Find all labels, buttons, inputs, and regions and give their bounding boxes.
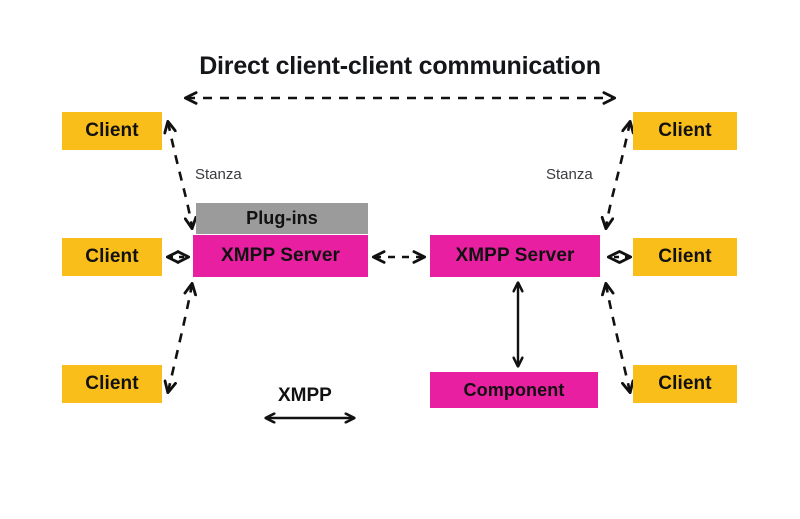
node-client-mid-left[interactable]: Client <box>62 238 162 276</box>
node-server-left[interactable]: XMPP Server <box>193 235 368 277</box>
node-label: XMPP Server <box>220 245 341 266</box>
node-label: Client <box>658 373 712 394</box>
node-plugins[interactable]: Plug-ins <box>196 203 368 234</box>
node-client-bottom-left[interactable]: Client <box>62 365 162 403</box>
label-stanza-right: Stanza <box>546 166 593 183</box>
legend-xmpp-label: XMPP <box>278 385 332 406</box>
edge-client-bottom-left-to-server-left <box>168 284 192 392</box>
node-client-top-left[interactable]: Client <box>62 112 162 150</box>
node-client-bottom-right[interactable]: Client <box>633 365 737 403</box>
node-label: Client <box>658 246 712 267</box>
node-component[interactable]: Component <box>430 372 598 408</box>
node-label: Client <box>85 120 139 141</box>
edge-client-top-right-to-server-right <box>606 122 630 228</box>
edge-client-bottom-right-to-server-right <box>606 284 630 392</box>
page-title: Direct client-client communication <box>199 52 601 80</box>
node-label: Client <box>658 120 712 141</box>
node-client-mid-right[interactable]: Client <box>633 238 737 276</box>
node-label: Component <box>463 379 565 400</box>
label-stanza-left: Stanza <box>195 166 242 183</box>
node-label: Plug-ins <box>246 208 318 228</box>
node-label: Client <box>85 246 139 267</box>
edge-client-top-left-to-server-left <box>168 122 192 228</box>
node-server-right[interactable]: XMPP Server <box>430 235 600 277</box>
node-label: Client <box>85 373 139 394</box>
node-label: XMPP Server <box>455 245 575 266</box>
node-client-top-right[interactable]: Client <box>633 112 737 150</box>
